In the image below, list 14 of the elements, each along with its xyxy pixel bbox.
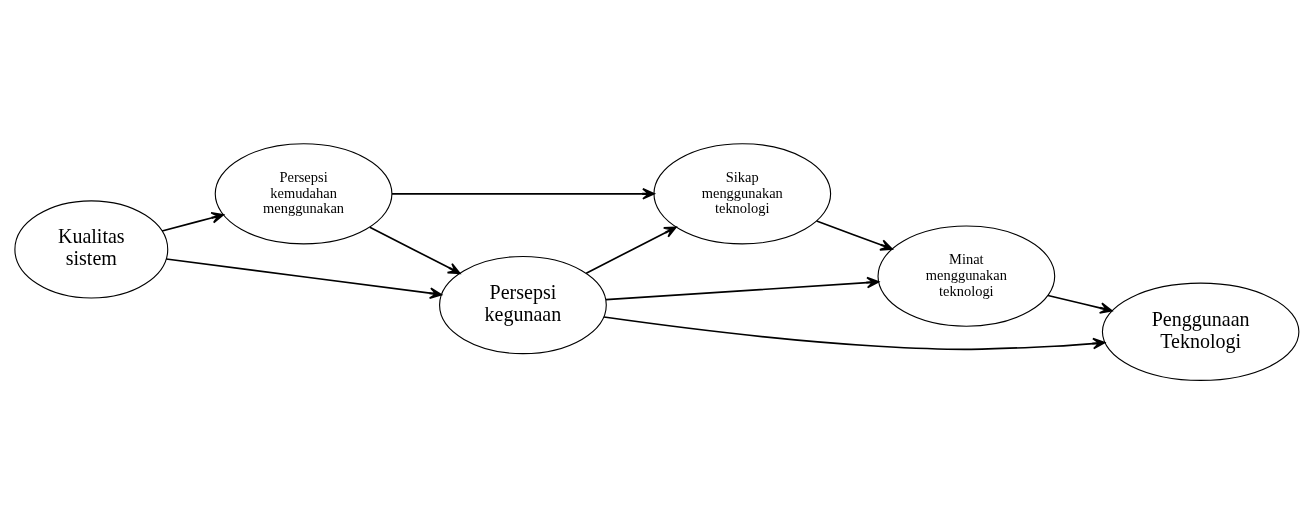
- node-ellipse: Kualitas sistem: [14, 199, 169, 299]
- arrow: [391, 187, 655, 200]
- arrow: [603, 315, 1106, 350]
- arrow: [161, 211, 225, 232]
- node-ellipse: Penggunaan Teknologi: [1101, 282, 1300, 381]
- arrow: [165, 257, 443, 299]
- arrow: [1047, 294, 1113, 314]
- arrow: [369, 225, 461, 274]
- arrow: [815, 219, 893, 251]
- node-ellipse: Persepsi kegunaan: [439, 255, 607, 354]
- node-ellipse: Sikap menggunakan teknologi: [653, 142, 832, 244]
- arrow: [585, 225, 677, 274]
- node-ellipse: Persepsi kemudahan menggunakan: [214, 142, 393, 244]
- arrow: [605, 276, 880, 301]
